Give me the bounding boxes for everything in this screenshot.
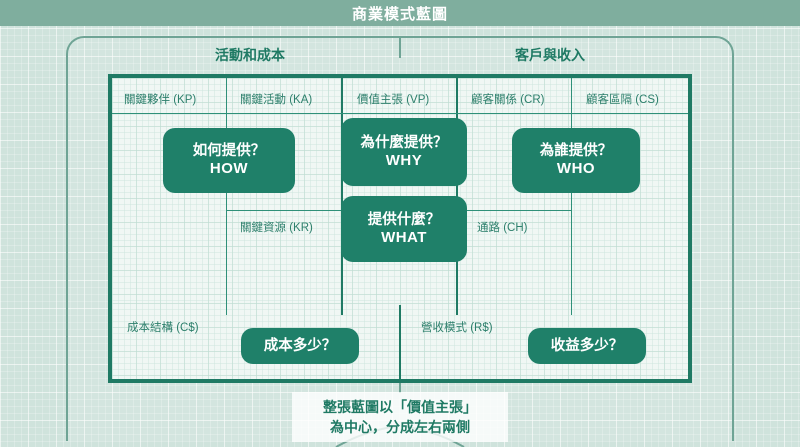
column-divider-ka-vp	[341, 78, 343, 315]
cell-label-kr: 關鍵資源 (KR)	[240, 222, 313, 234]
frame-center-divider	[399, 36, 401, 58]
caption-box: 整張藍圖以「價值主張」 為中心，分成左右兩側	[292, 392, 508, 442]
caption-line-1: 整張藍圖以「價值主張」	[323, 398, 477, 415]
kr-cell-divider	[227, 210, 341, 211]
page-title-bar: 商業模式藍圖	[0, 0, 800, 26]
cell-label-cr: 顧客關係 (CR)	[471, 94, 545, 106]
pill-why[interactable]: 為什麼提供？ WHY	[341, 118, 467, 186]
ch-cell-divider	[457, 210, 571, 211]
pill-revenue[interactable]: 收益多少？	[528, 328, 646, 364]
section-header-right-label: 客戶與收入	[515, 47, 585, 63]
cell-label-kp: 關鍵夥伴 (KP)	[124, 94, 197, 106]
pill-who[interactable]: 為誰提供？ WHO	[512, 128, 640, 193]
pill-cost[interactable]: 成本多少？	[241, 328, 359, 364]
pill-what-en: WHAT	[381, 228, 427, 246]
caption-line-2: 為中心，分成左右兩側	[330, 419, 470, 435]
pill-how-zh: 如何提供？	[192, 143, 266, 160]
cell-label-ka: 關鍵活動 (KA)	[240, 94, 313, 106]
pill-why-en: WHY	[385, 151, 423, 169]
section-header-left-label: 活動和成本	[215, 47, 285, 63]
pill-how-en: HOW	[209, 160, 249, 178]
column-divider-kp-ka	[226, 78, 227, 315]
cell-label-cost-structure: 成本結構 (C$)	[127, 322, 199, 334]
pill-revenue-zh: 收益多少？	[550, 337, 624, 354]
section-header-left: 活動和成本	[100, 44, 400, 66]
cell-label-vp: 價值主張 (VP)	[357, 94, 430, 106]
cell-label-cs: 顧客區隔 (CS)	[586, 94, 659, 106]
pill-how[interactable]: 如何提供？ HOW	[163, 128, 295, 193]
pill-cost-zh: 成本多少？	[263, 337, 337, 354]
page-title: 商業模式藍圖	[351, 5, 448, 23]
bottom-row-center-divider	[399, 305, 401, 381]
column-divider-cr-cs	[571, 78, 572, 315]
pill-who-en: WHO	[556, 160, 596, 178]
pill-why-zh: 為什麼提供？	[360, 134, 448, 151]
caption-connector	[399, 383, 401, 393]
section-header-right: 客戶與收入	[400, 44, 700, 66]
header-row-divider	[112, 113, 688, 114]
cell-label-revenue-streams: 營收模式 (R$)	[421, 322, 493, 334]
pill-what[interactable]: 提供什麼？ WHAT	[341, 196, 467, 262]
pill-who-zh: 為誰提供？	[539, 143, 613, 160]
pill-what-zh: 提供什麼？	[367, 211, 441, 228]
cell-label-ch: 通路 (CH)	[477, 222, 528, 234]
